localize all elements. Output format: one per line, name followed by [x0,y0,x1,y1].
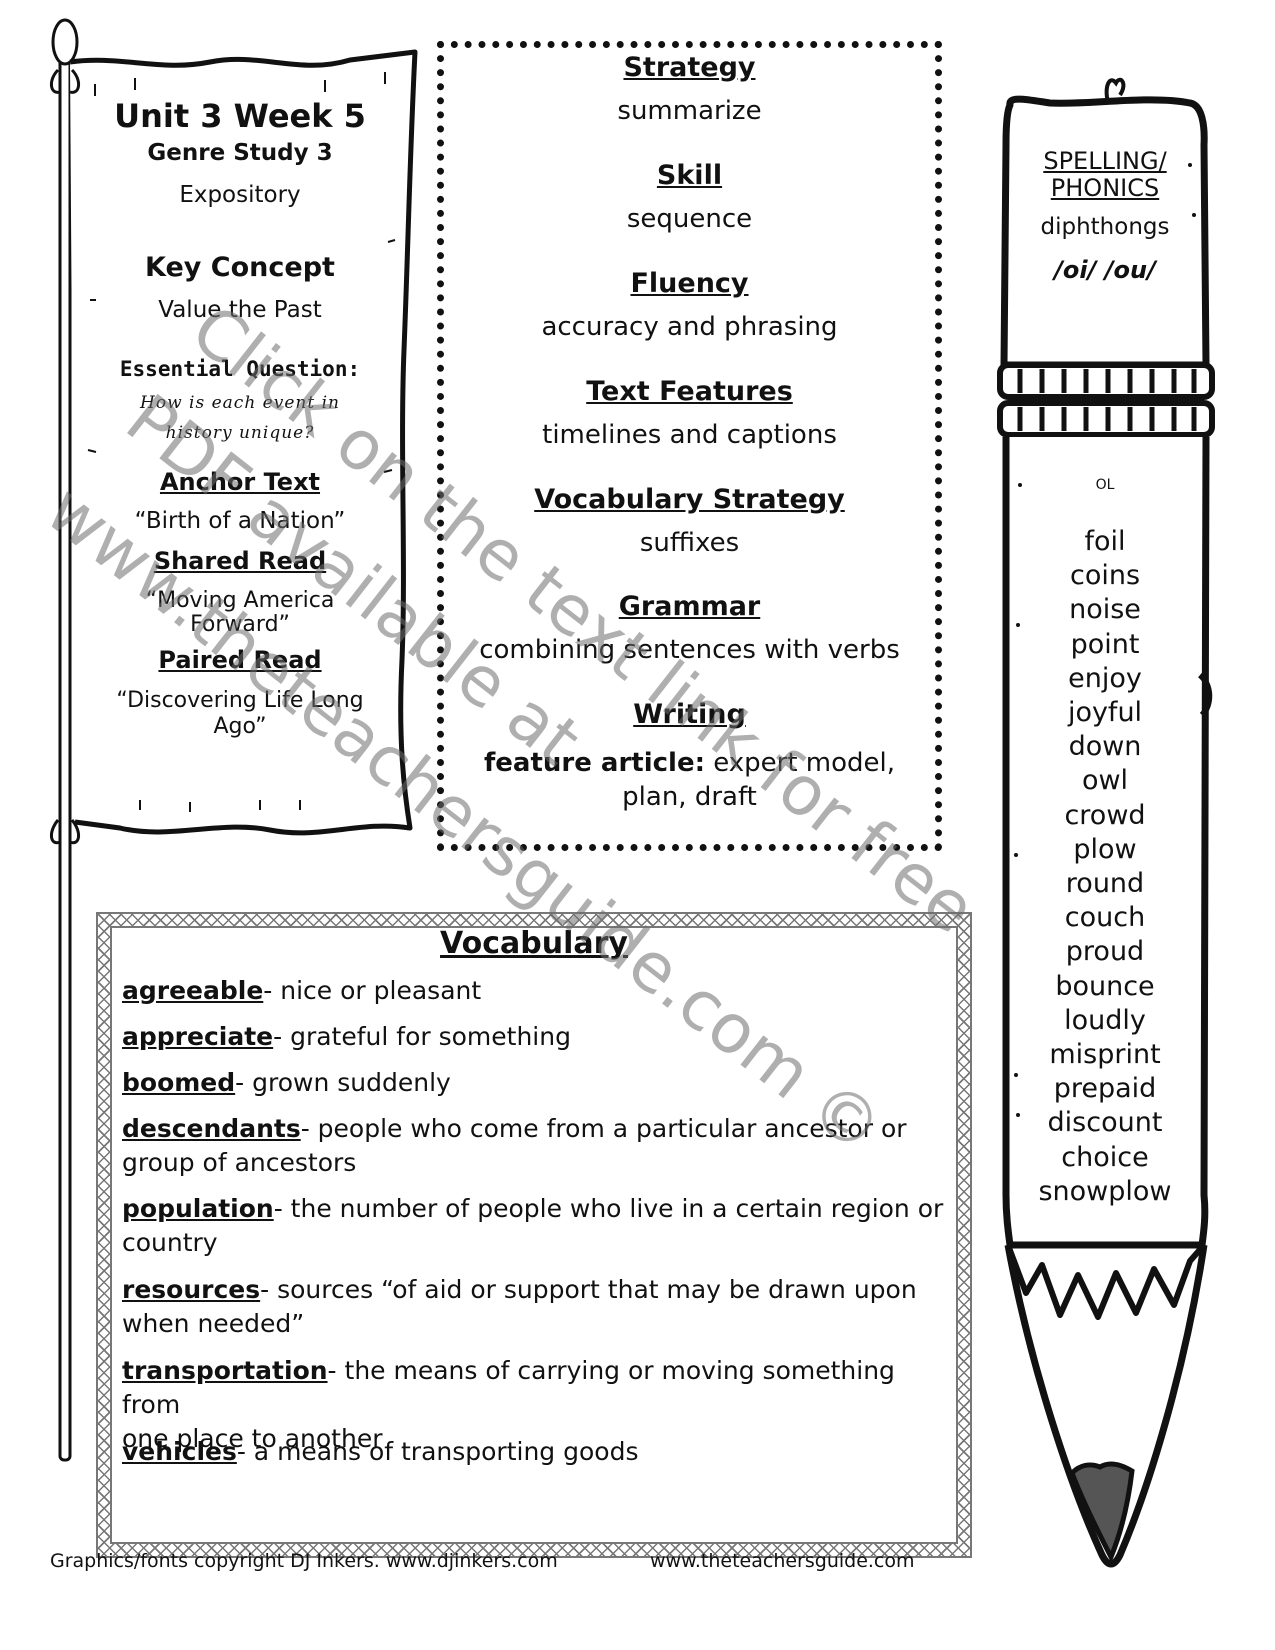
essential-question-line-2: history unique? [165,423,315,443]
grammar-value: combining sentences with verbs [479,635,900,665]
phonics-pattern: diphthongs [1040,214,1170,240]
vocab-term: vehicles [122,1437,237,1466]
vocab-item-population: population- the number of people who liv… [122,1192,952,1260]
flag-graphic [50,18,418,1462]
vocab-def: - grateful for something [273,1022,571,1051]
fluency-label: Fluency [630,268,749,299]
vocabulary-title: Vocabulary [440,926,628,961]
spelling-word: joyful [1067,697,1143,729]
spelling-word: crowd [1064,799,1146,831]
vocab-term: appreciate [122,1022,274,1051]
spelling-word: owl [1081,765,1129,797]
spelling-word: bounce [1055,970,1155,1002]
spelling-word: choice [1061,1141,1149,1173]
vocab-term: descendants [122,1114,301,1143]
vocab-def: - people who come from a particular ance… [300,1114,907,1143]
vocab-item-transportation: transportation- the means of carrying or… [122,1354,952,1456]
unit-week-title: Unit 3 Week 5 [114,97,366,135]
vocab-def: - grown suddenly [235,1068,451,1097]
grammar-label: Grammar [618,591,761,622]
shared-read-label: Shared Read [153,547,327,575]
shared-read-line-2: Forward” [190,612,290,637]
spelling-word: discount [1047,1107,1163,1139]
genre-study: Genre Study 3 [147,140,333,166]
spelling-heading-line-2: PHONICS [1050,174,1160,202]
vocab-def: - nice or pleasant [263,976,482,1005]
vocabulary-box-inner-border [110,926,958,1544]
anchor-text-label: Anchor Text [159,468,321,496]
vocabulary-strategy-value: suffixes [639,528,740,558]
vocab-item-agreeable: agreeable- nice or pleasant [122,974,952,1008]
writing-rest: expert model, [704,748,896,778]
writing-line-2: plan, draft [622,782,757,812]
paired-read-line-2: Ago” [213,714,267,739]
skill-label: Skill [656,160,723,191]
spelling-word: point [1070,628,1140,660]
spelling-word: prepaid [1053,1073,1157,1105]
vocab-term: agreeable [122,976,264,1005]
vocab-def-continued: country [122,1228,218,1257]
vocab-def-continued: when needed” [122,1309,305,1338]
vocab-term: population [122,1194,274,1223]
spelling-word: proud [1065,936,1145,968]
vocab-def: - the means of carrying or moving someth… [122,1356,895,1419]
fluency-value: accuracy and phrasing [541,312,838,342]
vocabulary-box [96,912,972,1558]
vocab-item-boomed: boomed- grown suddenly [122,1066,952,1100]
vocab-item-resources: resources- sources “of aid or support th… [122,1273,952,1341]
copyright-footer: Graphics/fonts copyright DJ Inkers. www.… [50,1550,558,1572]
spelling-word: plow [1073,833,1137,865]
anchor-text: “Birth of a Nation” [134,508,346,534]
spelling-word: couch [1064,902,1146,934]
vocab-def: - a means of transporting goods [236,1437,639,1466]
key-concept: Value the Past [158,297,322,323]
spelling-word: loudly [1064,1004,1146,1036]
strategy-label: Strategy [623,52,756,83]
essential-question-label: Essential Question: [119,357,361,381]
text-features-label: Text Features [586,376,793,407]
spelling-word: misprint [1049,1039,1161,1071]
shared-read-line-1: “Moving America [145,588,335,613]
vocab-def-continued: group of ancestors [122,1148,357,1177]
skills-box [437,41,942,851]
spelling-heading-line-1: SPELLING/ [1043,147,1167,175]
spelling-level: OL [1095,477,1115,493]
key-concept-label: Key Concept [145,252,335,283]
spelling-word: snowplow [1038,1175,1172,1207]
paired-read-label: Paired Read [158,646,322,674]
spelling-word: enjoy [1068,662,1142,694]
text-features-value: timelines and captions [542,420,837,450]
writing-label: Writing [633,699,746,730]
vocab-item-appreciate: appreciate- grateful for something [122,1020,952,1054]
skill-value: sequence [626,204,753,234]
vocab-term: transportation [122,1356,328,1385]
vocab-def-continued: one place to another [122,1424,383,1453]
vocab-item-vehicles: vehicles- a means of transporting goods [122,1435,952,1469]
paired-read-line-1: “Discovering Life Long [116,688,364,713]
vocab-term: resources [122,1275,261,1304]
spelling-word: noise [1069,594,1141,626]
writing-line-1: feature article: expert model, [437,748,942,778]
genre: Expository [179,182,301,208]
spelling-word: foil [1084,526,1126,557]
writing-genre: feature article: [483,748,705,778]
vocab-def: - the number of people who live in a cer… [273,1194,944,1223]
essential-question-line-1: How is each event in [140,393,340,413]
strategy-value: summarize [617,96,762,126]
site-footer: www.theteachersguide.com [650,1550,915,1572]
spelling-word: round [1065,868,1145,900]
vocab-item-descendants: descendants- people who come from a part… [122,1112,952,1180]
phonics-sounds: /oi/ /ou/ [1054,256,1156,284]
spelling-word: down [1068,731,1142,763]
vocab-def: - sources “of aid or support that may be… [260,1275,917,1304]
vocabulary-strategy-label: Vocabulary Strategy [534,484,845,515]
spelling-word-list: foil coins noise point enjoy joyful down… [995,525,1215,1209]
spelling-word: coins [1069,560,1141,592]
vocab-term: boomed [122,1068,236,1097]
pencil-graphic [997,77,1215,1568]
